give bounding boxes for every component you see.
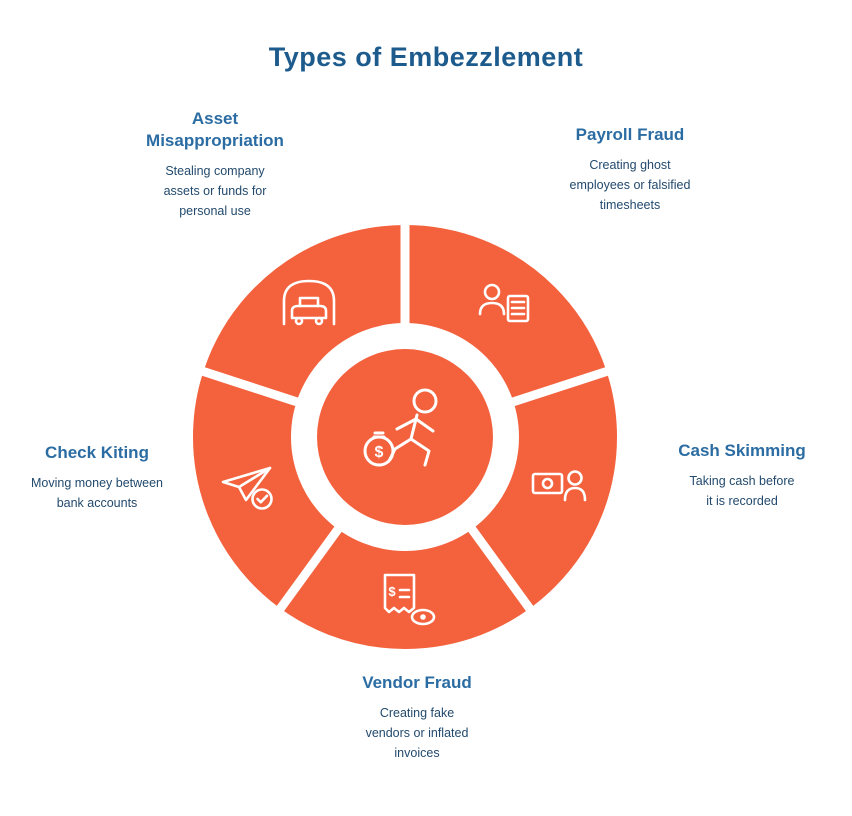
segment-divider <box>192 364 308 410</box>
segment-title: Cash Skimming <box>678 441 806 460</box>
segment-title: Asset Misappropriation <box>146 109 284 151</box>
invoice-with-eye-icon: $ <box>383 573 436 626</box>
segment-label-cash-skimming: Cash Skimming Taking cash before it is r… <box>653 440 831 511</box>
segment-dividers <box>192 215 618 620</box>
page-title: Types of Embezzlement <box>268 42 584 72</box>
segment-description: Moving money between bank accounts <box>30 476 164 511</box>
segment-divider <box>502 364 618 410</box>
segment-label-asset-misappropriation: Asset Misappropriation Stealing company … <box>112 108 318 221</box>
segment-description: Creating fake vendors or inflated invoic… <box>365 706 469 761</box>
segment-divider <box>270 518 348 620</box>
svg-text:$: $ <box>375 444 384 461</box>
svg-text:$: $ <box>388 584 396 599</box>
cash-and-person-icon <box>531 470 587 502</box>
car-in-garage-icon <box>282 279 336 326</box>
segment-description: Taking cash before it is recorded <box>689 474 795 509</box>
employee-document-icon <box>478 283 530 323</box>
segment-description: Stealing company assets or funds for per… <box>163 164 267 219</box>
segment-label-vendor-fraud: Vendor Fraud Creating fake vendors or in… <box>313 672 521 763</box>
segment-label-check-kiting: Check Kiting Moving money between bank a… <box>8 442 186 513</box>
running-person-with-money-bag-icon: $ <box>363 388 438 467</box>
segment-title: Check Kiting <box>45 443 149 462</box>
segment-title: Vendor Fraud <box>362 673 472 692</box>
paper-plane-check-icon <box>221 466 273 510</box>
segment-label-payroll-fraud: Payroll Fraud Creating ghost employees o… <box>533 124 727 215</box>
segment-description: Creating ghost employees or falsified ti… <box>569 158 691 213</box>
segment-title: Payroll Fraud <box>575 125 685 144</box>
segment-divider <box>462 518 540 620</box>
center-circle <box>317 349 493 525</box>
